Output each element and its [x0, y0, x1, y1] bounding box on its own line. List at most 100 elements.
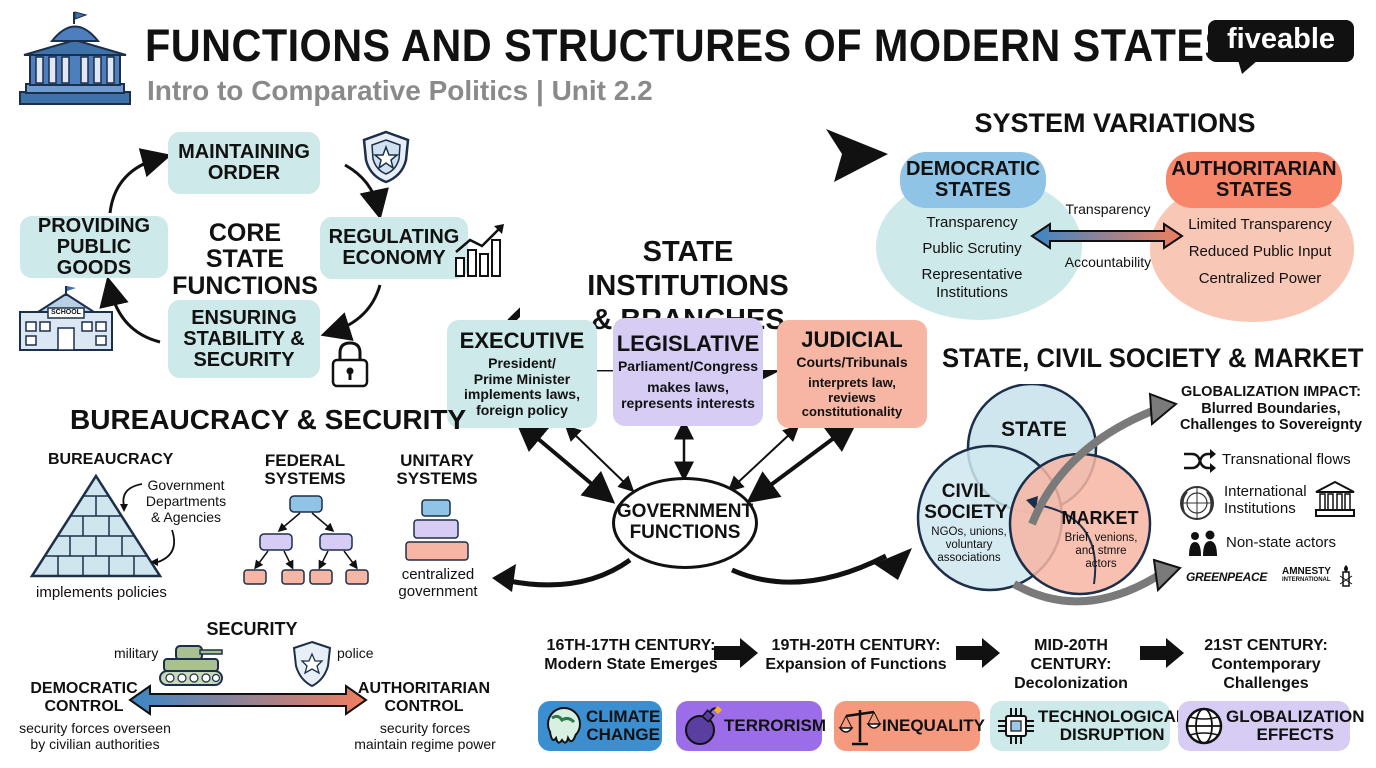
- timeline-period-desc: Modern State Emerges: [544, 656, 718, 674]
- dem-item: Representative: [921, 265, 1023, 283]
- timeline-period-title: 16TH-17TH CENTURY:: [546, 637, 716, 654]
- school-sign: SCHOOL: [51, 309, 81, 316]
- timeline-period-desc: Contemporary Challenges: [1211, 656, 1321, 693]
- shuffle-arrows-icon: [1184, 449, 1216, 473]
- authoritarian-line1: AUTHORITARIAN: [1171, 158, 1337, 180]
- legislative-line3: represents interests: [621, 395, 755, 412]
- democratic-line1: DEMOCRATIC: [905, 158, 1041, 180]
- federal-systems-label: FEDERAL SYSTEMS: [250, 451, 360, 489]
- civil-society-title: STATE, CIVIL SOCIETY & MARKET: [942, 343, 1364, 373]
- candle-icon: [1339, 565, 1353, 587]
- timeline-period-1: 16TH-17TH CENTURY: Modern State Emerges: [540, 636, 722, 674]
- chip-icon: [998, 708, 1034, 744]
- democracy-authoritarian-gradient-arrow: [1030, 222, 1184, 250]
- unitary-systems-label: UNITARY SYSTEMS: [384, 451, 490, 489]
- public-goods-line1: PROVIDING: [37, 214, 151, 237]
- challenge-line1: TERRORISM: [724, 716, 826, 736]
- auth-desc-line2: maintain regime power: [354, 736, 496, 753]
- providing-public-goods-box: PROVIDING PUBLIC GOODS: [20, 214, 168, 278]
- timeline-arrow-icon: [1140, 638, 1184, 668]
- bureaucracy-label: BUREAUCRACY: [48, 451, 174, 468]
- market-desc-line: and stmre: [1075, 545, 1127, 558]
- stability-line3: SECURITY: [193, 348, 295, 371]
- timeline-period-title: 19TH-20TH CENTURY:: [771, 637, 941, 654]
- civil-line2: SOCIETY: [924, 501, 1008, 523]
- dem-item: Institutions: [936, 284, 1008, 302]
- auth-control-line2: CONTROL: [384, 697, 464, 715]
- implements-policies-label: implements policies: [36, 584, 167, 601]
- challenge-line1: CLIMATE: [586, 707, 661, 727]
- fiveable-logo: fiveable: [1208, 20, 1354, 74]
- dept-line3: & Agencies: [150, 509, 222, 526]
- challenge-climate-change: CLIMATE CHANGE: [538, 701, 662, 751]
- regulating-line1: REGULATING: [328, 226, 460, 248]
- un-emblem-icon: [1180, 486, 1214, 520]
- globalization-impact: GLOBALIZATION IMPACT: Blurred Boundaries…: [1178, 384, 1364, 434]
- big-arrowhead-icon: [826, 129, 888, 182]
- challenge-line2: EFFECTS: [1256, 725, 1334, 744]
- challenge-label: INEQUALITY: [882, 717, 991, 735]
- institutions-connector-arrows: [492, 370, 888, 592]
- authoritarian-states-label: AUTHORITARIAN STATES: [1166, 152, 1342, 208]
- auth-item: Centralized Power: [1198, 269, 1322, 287]
- executive-line2: Prime Minister: [473, 370, 571, 387]
- timeline-arrow-icon: [956, 638, 1000, 668]
- regulating-economy-box: REGULATING ECONOMY: [320, 217, 468, 279]
- stability-line1: ENSURING: [191, 306, 297, 329]
- core-title-line2: FUNCTIONS: [172, 271, 318, 300]
- authoritarian-features: Limited Transparency Reduced Public Inpu…: [1172, 216, 1348, 288]
- federal-line2: SYSTEMS: [264, 469, 346, 489]
- democratic-control-desc: security forces overseen by civilian aut…: [10, 720, 180, 752]
- core-title-line1: CORE STATE: [205, 219, 285, 274]
- auth-item: Limited Transparency: [1188, 216, 1332, 233]
- challenge-label: CLIMATE CHANGE: [586, 708, 666, 744]
- executive-line4: foreign policy: [476, 401, 568, 418]
- challenge-line1: INEQUALITY: [882, 716, 985, 736]
- system-variations-title: SYSTEM VARIATIONS: [974, 108, 1256, 138]
- speech-tail-icon: [1238, 60, 1258, 74]
- legislative-line2: makes laws,: [647, 379, 729, 396]
- institutions-title-line1: STATE INSTITUTIONS: [587, 236, 789, 302]
- executive-line3: implements laws,: [464, 386, 580, 403]
- judicial-box: JUDICIAL Courts/Tribunals interprets law…: [777, 320, 927, 428]
- judicial-line2: interprets law,: [808, 375, 896, 391]
- people-group-icon: [1189, 530, 1217, 556]
- timeline-arrow-icon: [714, 638, 758, 668]
- maintaining-order-line1: MAINTAINING: [178, 141, 310, 163]
- executive-box: EXECUTIVE President/ Prime Minister impl…: [447, 320, 597, 428]
- dem-item: Public Scrutiny: [922, 239, 1022, 257]
- legislative-box: LEGISLATIVE Parliament/Congress makes la…: [613, 318, 763, 426]
- auth-control-line1: AUTHORITARIAN: [357, 680, 491, 697]
- maintaining-order-box: MAINTAINING ORDER: [168, 132, 320, 194]
- page-subtitle: Intro to Comparative Politics | Unit 2.2: [147, 75, 653, 106]
- authoritarian-line2: STATES: [1216, 179, 1292, 201]
- page-title: FUNCTIONS AND STRUCTURES OF MODERN STATE…: [145, 20, 1233, 71]
- timeline-period-desc: Decolonization: [1014, 675, 1128, 693]
- bureaucracy-security-title: BUREAUCRACY & SECURITY: [70, 404, 467, 435]
- regulating-line2: ECONOMY: [342, 247, 446, 269]
- dem-desc-line2: by civilian authorities: [30, 736, 160, 753]
- bar-chart-growth-icon: [455, 224, 504, 277]
- judicial-line1: Courts/Tribunals: [796, 353, 908, 370]
- challenge-inequality: INEQUALITY: [834, 701, 985, 751]
- globalization-line1: Blurred Boundaries,: [1201, 400, 1341, 417]
- venn-market-label: MARKET: [1061, 508, 1139, 528]
- departments-label: Government Departments & Agencies: [136, 477, 236, 525]
- intl-line2: Institutions: [1224, 499, 1296, 517]
- authoritarian-control-desc: security forces maintain regime power: [340, 720, 510, 752]
- challenge-label: TERRORISM: [724, 717, 832, 735]
- non-state-actors-label: Non-state actors: [1226, 534, 1337, 551]
- venn-state-label: STATE: [1001, 418, 1067, 441]
- unitary-line2: SYSTEMS: [396, 469, 478, 489]
- civil-desc-line: NGOs, unions,: [931, 526, 1007, 538]
- challenge-technological-disruption: TECHNOLOGICAL DISRUPTION: [990, 701, 1186, 751]
- dem-desc-line1: security forces overseen: [19, 720, 171, 736]
- brand-name: fiveable: [1227, 23, 1335, 55]
- police-label: police: [337, 645, 374, 661]
- market-desc-line: actors: [1085, 558, 1117, 571]
- padlock-icon: [331, 341, 369, 388]
- amnesty-line2: INTERNATIONAL: [1282, 577, 1331, 583]
- police-badge-icon: [292, 640, 332, 688]
- military-label: military: [114, 645, 159, 661]
- centralized-line2: government: [398, 583, 478, 601]
